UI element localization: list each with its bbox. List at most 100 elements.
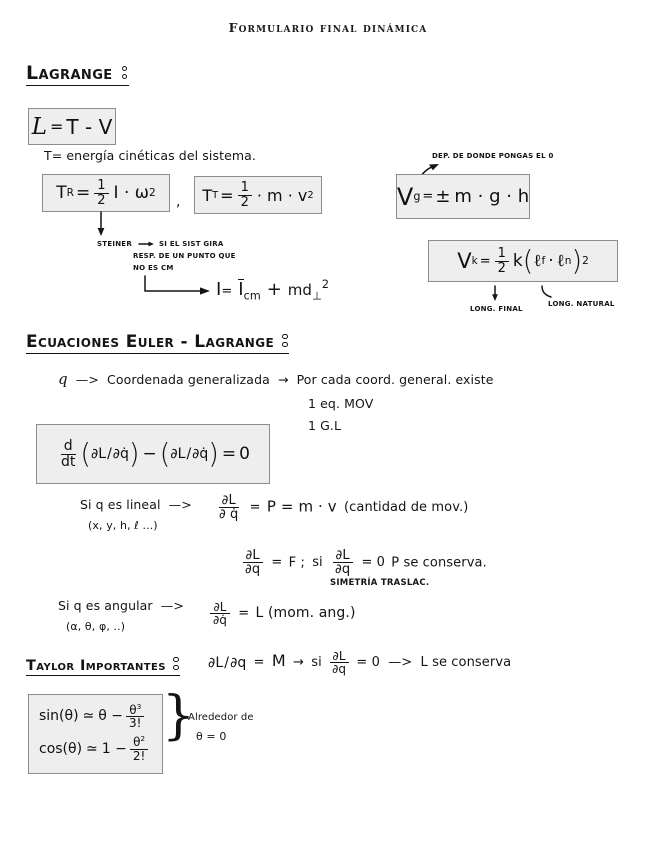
boxes-comma-separator: , — [176, 194, 181, 210]
taylor-note-line2: θ = 0 — [196, 730, 227, 743]
taylor-sin-frac-numerator: θ3 — [126, 703, 145, 718]
tt-terms: · m · v — [256, 185, 308, 205]
consequence-line-2: 1 G.L — [308, 418, 342, 433]
vk-exponent: 2 — [582, 255, 589, 267]
angular-conservation-si: si — [311, 655, 322, 671]
taylor-sin-approx: ≃ — [82, 708, 95, 725]
el-minus: − — [142, 444, 157, 464]
el-dt-denominator: dt — [61, 453, 76, 470]
lagrangian-definition-box: L = T - V — [28, 108, 116, 145]
vg-subscript: g — [413, 190, 421, 203]
taylor-heading-label: Taylor Importantes — [26, 658, 166, 674]
tt-coefficient-fraction: 1 2 — [237, 181, 252, 209]
tr-coefficient-fraction: 1 2 — [94, 179, 109, 207]
vk-dot: · — [548, 251, 554, 271]
taylor-sin-fraction: θ3 3! — [126, 703, 145, 731]
linear-case-arrow: —> — [168, 497, 192, 512]
angular-case-momentum: ∂L ∂q̇ = L (mom. ang.) — [208, 601, 356, 626]
vg-symbol: V — [396, 182, 414, 211]
vk-close-paren: ) — [571, 245, 583, 277]
vg-equals: = — [422, 189, 434, 204]
lagrangian-equals: = — [50, 117, 64, 136]
el-open-paren-2: ( — [159, 438, 171, 470]
tr-subscript: R — [66, 187, 74, 199]
vk-coef-denominator: 2 — [497, 260, 506, 276]
angular-partial-numerator: ∂L — [210, 601, 230, 615]
angular-conservation-arrow: → — [293, 655, 305, 671]
steiner-label: Steiner — [97, 240, 132, 248]
steiner-plus: + — [266, 279, 282, 300]
angular-conservation-note: ∂L/∂q = M → si ∂L ∂q = 0 —> L se conserv… — [208, 650, 511, 677]
section-heading-euler-lagrange: Ecuaciones Euler - Lagrange — [26, 332, 290, 354]
linear-partial-numerator: ∂L — [218, 494, 239, 509]
steiner-Icm: I — [238, 279, 244, 300]
el-close-paren: ) — [128, 438, 140, 470]
vk-equals: = — [479, 253, 491, 269]
angular-conservation-equals-zero: = 0 — [356, 655, 380, 671]
spring-final-length-pointer — [492, 285, 498, 301]
el-partial-numerator: ∂L — [91, 446, 107, 462]
taylor-note-line1: Alrededor de — [188, 712, 254, 723]
angular-conservation-denominator: ∂q — [230, 654, 247, 671]
tt-equals: = — [220, 185, 234, 205]
gravity-zero-reference-note: Dep. de donde pongas el 0 — [432, 152, 554, 160]
vk-length-natural-subscript: n — [564, 255, 572, 267]
steiner-arrow-icon — [138, 241, 154, 247]
tt-exponent: 2 — [307, 189, 314, 201]
linear-case-condition: Si q es lineal —> — [80, 497, 192, 512]
conservation-equals-zero: = 0 — [361, 555, 386, 571]
angular-case-condition-text: Si q es angular — [58, 598, 153, 613]
lagrange-heading-label: Lagrange — [26, 62, 113, 84]
taylor-cos-row: cos(θ) ≃ 1 − θ2 2! — [39, 734, 152, 762]
vk-length-natural: ℓ — [556, 251, 565, 271]
tt-coef-numerator: 1 — [237, 181, 252, 196]
lagrangian-symbol: L — [31, 113, 48, 140]
conservation-force: F ; — [288, 555, 305, 571]
spring-natural-length-label: Long. NATURAL — [548, 300, 615, 308]
el-partial-qdot: ∂L/∂q̇ — [91, 446, 129, 462]
conservation-equals: = — [271, 555, 283, 571]
el-rhs-zero: 0 — [239, 444, 250, 464]
steiner-I: I — [216, 279, 222, 300]
el-equals: = — [221, 444, 237, 464]
angular-case-condition: Si q es angular —> — [58, 598, 184, 613]
linear-case-condition-text: Si q es lineal — [80, 497, 161, 512]
conservation-partial-fraction: ∂L ∂q — [242, 549, 263, 577]
linear-partial-denominator: ∂ q̇ — [219, 507, 239, 523]
steiner-condition-line2: resp. de un punto que — [133, 252, 236, 260]
tr-exponent: 2 — [149, 187, 156, 199]
generalized-coordinate-consequence: Por cada coord. general. existe — [296, 372, 494, 387]
angular-conservation2-denominator: ∂q — [332, 662, 347, 677]
vg-sign: ± — [435, 186, 451, 207]
euler-lagrange-equation-box: d dt ( ∂L/∂q̇ ) − ( ∂L/∂q̇ ) = 0 — [36, 424, 270, 484]
linear-case-momentum: ∂L ∂ q̇ = P = m · v (cantidad de mov.) — [214, 494, 468, 522]
el-open-paren: ( — [80, 438, 92, 470]
steiner-equals: = — [221, 284, 233, 299]
steiner-condition-line1: si el sist gira — [159, 240, 224, 248]
consequence-line-1: 1 eq. MOV — [308, 396, 374, 411]
spring-natural-length-pointer — [541, 285, 552, 298]
linear-equals: = — [249, 500, 261, 516]
vk-length-final-subscript: f — [541, 255, 546, 267]
conservation-partial2-denominator: ∂q — [335, 562, 351, 578]
tr-symbol: T — [56, 183, 67, 203]
angular-momentum-result: L (mom. ang.) — [255, 605, 356, 622]
conservation-symmetry-label: Simetría Traslac. — [330, 578, 430, 588]
steiner-Icm-subscript: cm — [243, 289, 261, 303]
el-dt-numerator: d — [60, 439, 76, 455]
taylor-brace-icon: } — [162, 686, 196, 746]
angular-equals: = — [238, 606, 250, 622]
taylor-cos-frac-numerator: θ2 — [130, 734, 149, 750]
generalized-coordinate-text: Coordenada generalizada — [107, 372, 270, 387]
tr-equals: = — [76, 183, 91, 203]
taylor-cos-frac-num-exp: 2 — [140, 734, 146, 744]
steiner-condition-line3: no es CM — [133, 264, 174, 272]
angular-partial-denominator: ∂q̇ — [213, 613, 228, 628]
taylor-sin-frac-denominator: 3! — [129, 716, 142, 731]
taylor-sin-row: sin(θ) ≃ θ − θ3 3! — [39, 703, 152, 729]
taylor-cos-frac-num-base: θ — [133, 735, 141, 750]
